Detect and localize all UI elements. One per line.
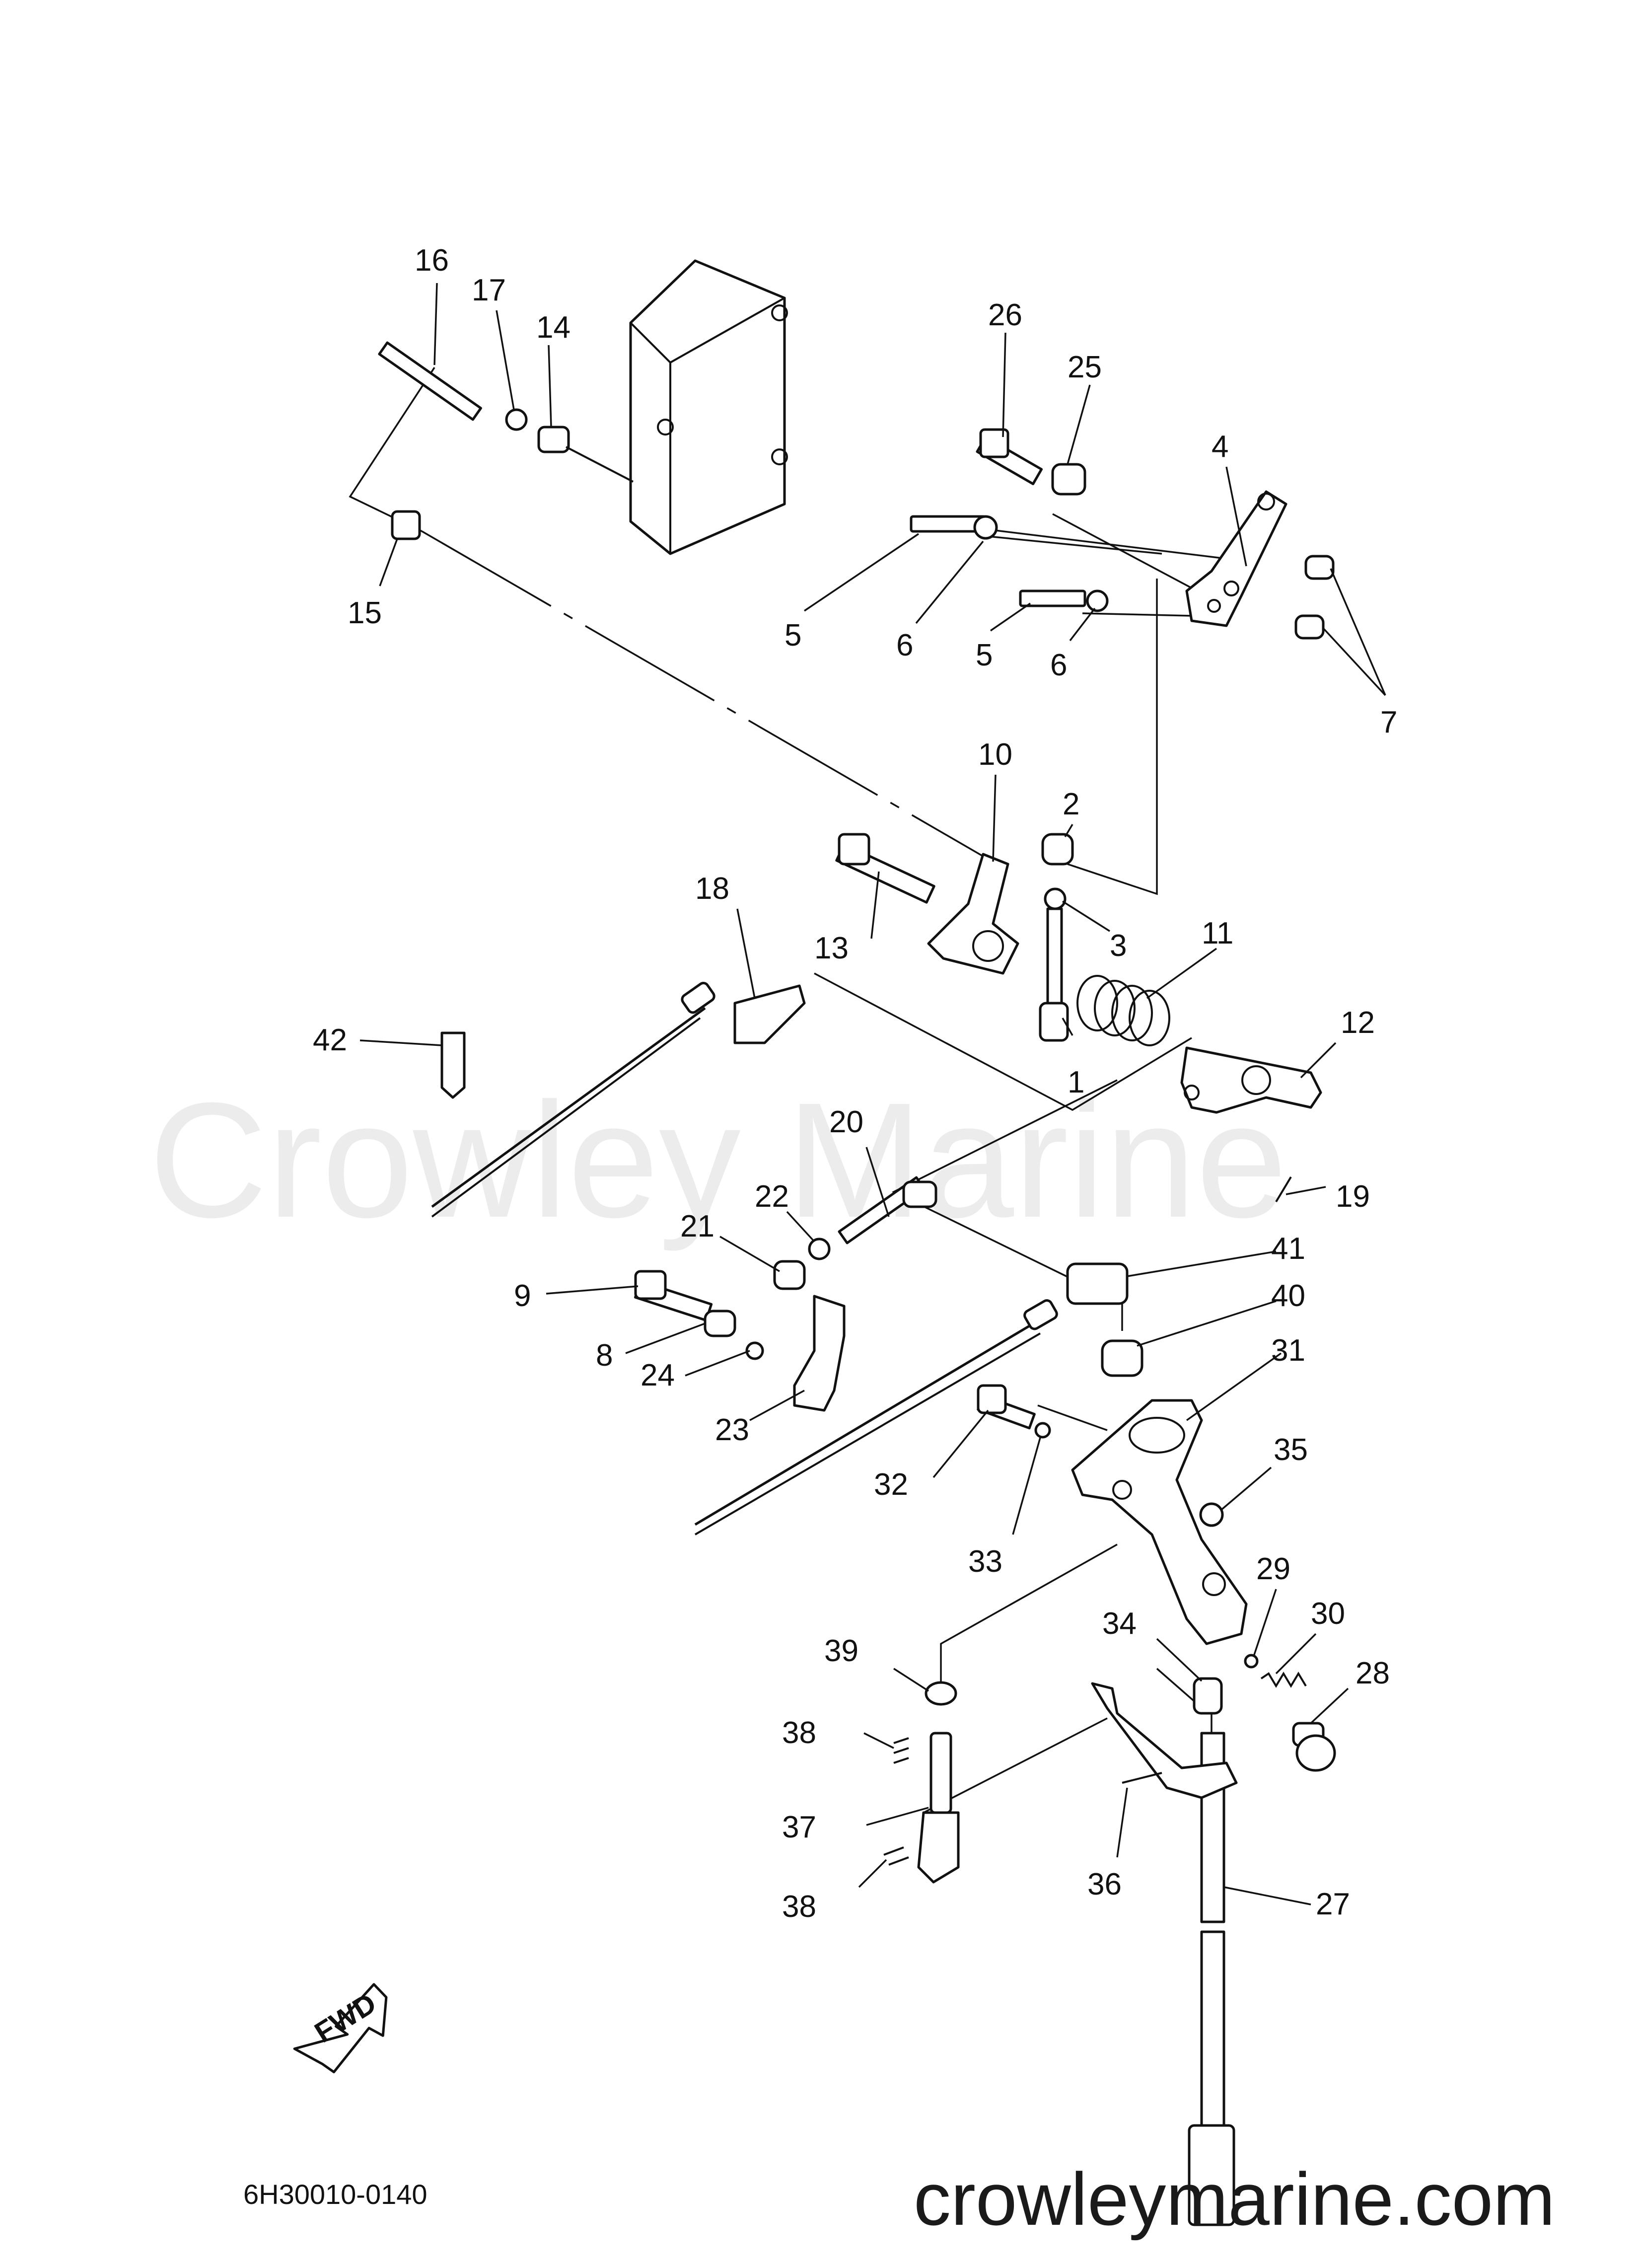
callout-29: 29 [1256, 1552, 1290, 1586]
part-37-lever [917, 1732, 960, 1884]
callout-6b: 6 [1050, 648, 1067, 682]
throttle-cable [431, 982, 715, 1218]
part-39-washer [925, 1681, 957, 1706]
part-12-lever [1180, 1046, 1322, 1114]
callout-10: 10 [978, 737, 1012, 772]
part-29-ball [1244, 1654, 1259, 1669]
callout-18: 18 [695, 872, 729, 906]
callout-9: 9 [514, 1279, 531, 1313]
website-text: crowleymarine.com [914, 2157, 1555, 2241]
part-24-washer [745, 1341, 764, 1360]
callout-8: 8 [596, 1338, 613, 1373]
part-3-nut [1044, 887, 1067, 910]
callout-5a: 5 [785, 618, 801, 653]
part-8-collar [704, 1310, 736, 1337]
part-15-joint [391, 510, 421, 540]
part-28-plug [1292, 1722, 1336, 1772]
callout-32: 32 [874, 1467, 908, 1502]
callout-11: 11 [1202, 916, 1233, 951]
part-21-clip [773, 1260, 806, 1290]
part-17-nut [505, 408, 528, 431]
part-22-nut [808, 1238, 831, 1260]
callout-6a: 6 [896, 628, 913, 662]
watermark-text: Crowley Marine [149, 1068, 1287, 1252]
callout-17: 17 [472, 273, 506, 307]
callout-42: 42 [313, 1023, 347, 1057]
callout-1: 1 [1068, 1065, 1084, 1099]
callout-16: 16 [415, 243, 449, 278]
callout-21: 21 [680, 1209, 714, 1244]
callout-7: 7 [1380, 705, 1397, 739]
part-6-nut-a [973, 515, 998, 540]
part-18-bracket [733, 984, 806, 1044]
part-7-cap-a [1304, 555, 1335, 580]
callout-22: 22 [755, 1179, 789, 1214]
part-5-bolt-b [1019, 589, 1086, 607]
callout-3: 3 [1110, 929, 1127, 963]
part-23-link [793, 1295, 846, 1412]
callout-20: 20 [829, 1105, 863, 1139]
callout-24: 24 [641, 1358, 675, 1392]
fwd-arrow-icon: FWD [293, 1983, 388, 2073]
part-16-bolt [378, 341, 482, 421]
callout-27: 27 [1316, 1887, 1350, 1921]
shift-cable [694, 1299, 1058, 1536]
callout-23: 23 [715, 1413, 749, 1447]
part-31-bracket [1071, 1399, 1248, 1645]
callout-30: 30 [1311, 1597, 1345, 1631]
assembly-guide-lines [349, 367, 1227, 1814]
callout-37: 37 [782, 1810, 816, 1844]
callout-39: 39 [824, 1634, 858, 1668]
part-30-spring [1260, 1672, 1307, 1688]
part-38-pin-a [893, 1737, 909, 1764]
part-19-pin [1275, 1176, 1292, 1203]
callout-12: 12 [1341, 1006, 1375, 1040]
part-10-lever [927, 853, 1019, 975]
part-34-bushing [1193, 1677, 1223, 1715]
callout-28: 28 [1356, 1656, 1390, 1690]
part-35-washer [1199, 1502, 1224, 1527]
part-20-rod [838, 1176, 937, 1244]
part-4-lever [1185, 490, 1287, 627]
part-36-pin-lever [1091, 1682, 1238, 1799]
part-7-cap-b [1294, 614, 1325, 640]
callout-4: 4 [1212, 430, 1228, 464]
callout-2: 2 [1063, 787, 1079, 821]
callout-35: 35 [1274, 1433, 1308, 1467]
callout-15: 15 [348, 596, 382, 630]
callout-38b: 38 [782, 1890, 816, 1924]
callout-36: 36 [1087, 1867, 1122, 1902]
callout-5b: 5 [976, 638, 993, 672]
callout-33: 33 [968, 1544, 1002, 1579]
part-25-collar [1051, 463, 1086, 496]
diagram-code: 6H30010-0140 [243, 2179, 428, 2210]
part-40-grommet [1101, 1339, 1143, 1377]
part-27-shift-rod [1188, 1732, 1235, 2226]
part-41-joint [1066, 1262, 1129, 1305]
callout-40: 40 [1271, 1279, 1305, 1313]
callout-25: 25 [1068, 350, 1102, 384]
part-14-clip [537, 426, 570, 453]
callout-group: 1 2 3 4 5 5 6 6 7 8 9 10 11 12 13 14 [313, 243, 1397, 1924]
callout-34: 34 [1102, 1607, 1137, 1641]
callout-26: 26 [988, 298, 1022, 332]
callout-38a: 38 [782, 1716, 816, 1750]
part-33-washer [1034, 1422, 1051, 1439]
part-1-rod [1039, 907, 1069, 1042]
part-38-pin-b [883, 1846, 909, 1866]
part-11-spring [1076, 975, 1170, 1046]
callout-31: 31 [1271, 1333, 1305, 1368]
callout-19: 19 [1336, 1179, 1370, 1214]
callout-13: 13 [814, 931, 849, 965]
part-2-clip [1041, 833, 1074, 866]
part-42-clip [440, 1031, 466, 1099]
callout-14: 14 [536, 310, 571, 345]
electrical-box [629, 259, 788, 555]
part-6-nut-b [1086, 589, 1109, 612]
callout-41: 41 [1271, 1232, 1305, 1266]
